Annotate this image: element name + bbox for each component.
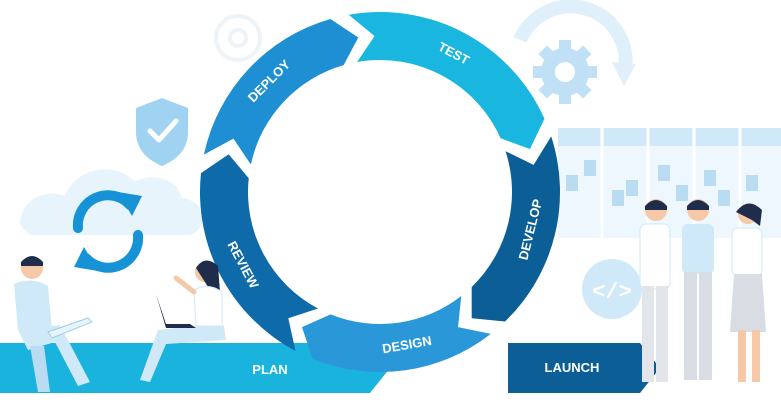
person-team-man-1 <box>639 199 671 382</box>
code-icon: </> <box>582 259 642 319</box>
launch-arrow: LAUNCH <box>508 343 660 393</box>
sync-arrowhead <box>74 247 98 271</box>
laptop <box>156 294 196 328</box>
person-left-laptop <box>14 256 93 392</box>
person-team-man-2 <box>682 199 714 380</box>
cycle-segment-review <box>200 154 319 351</box>
person-team-woman <box>730 203 766 382</box>
cycle-segment-develop <box>471 136 561 322</box>
gear-icon <box>513 0 636 104</box>
svg-text:</>: </> <box>592 280 632 305</box>
cycle-segment-test <box>348 12 545 150</box>
person-woman-laptop <box>140 260 226 382</box>
sync-arrowhead <box>118 192 142 216</box>
cycle-segment-deploy <box>203 18 359 165</box>
plan-label: PLAN <box>252 362 287 377</box>
shield-check-icon <box>136 98 188 166</box>
cloud-icon <box>20 169 203 235</box>
launch-label: LAUNCH <box>545 360 600 375</box>
faint-gear-icon <box>214 14 262 62</box>
cycle-segment-design <box>302 296 491 372</box>
laptop <box>47 317 93 339</box>
plan-arrow: PLAN <box>0 343 390 393</box>
